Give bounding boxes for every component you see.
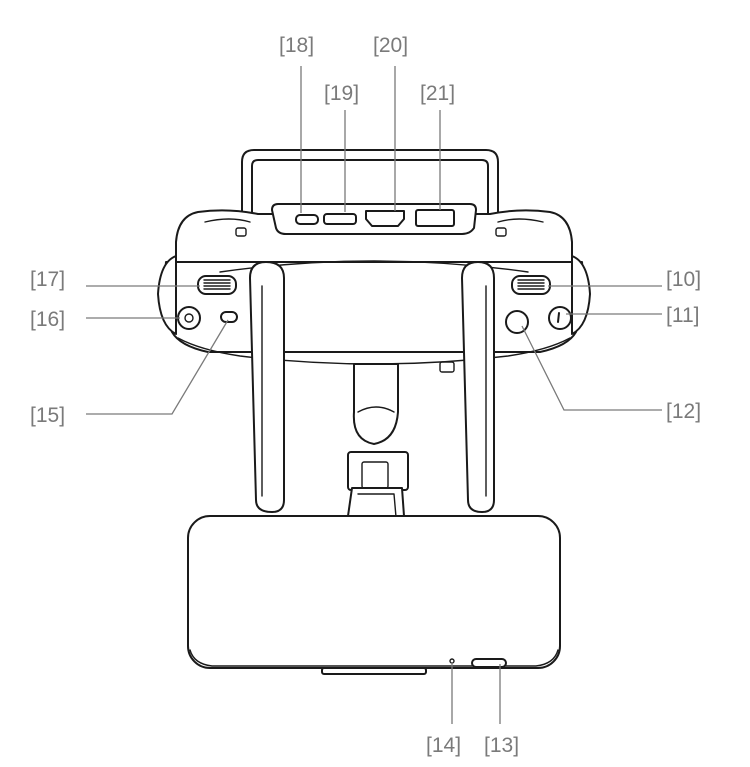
- callout-19: [19]: [324, 82, 359, 105]
- port-18-usb: [295, 214, 319, 225]
- carry-handle: [241, 149, 499, 233]
- leader-lines: [86, 66, 662, 724]
- callout-13: [13]: [484, 734, 519, 757]
- port-20-hdmi: [365, 210, 405, 227]
- left-round-button: [177, 306, 201, 330]
- right-antenna: [461, 261, 495, 513]
- left-controls: [177, 275, 238, 330]
- callout-labels: [18] [19] [20] [21] [17] [16] [15] [10] …: [30, 34, 701, 757]
- callout-16: [16]: [30, 308, 65, 331]
- right-controls: [505, 275, 572, 334]
- right-large-button: [505, 310, 529, 334]
- phone-holder: [187, 515, 561, 675]
- right-dial: [511, 275, 551, 295]
- callout-12: [12]: [666, 400, 701, 423]
- port-21-usb-a: [415, 209, 455, 227]
- callout-10: [10]: [666, 268, 701, 291]
- left-antenna: [249, 261, 285, 513]
- left-dial: [197, 275, 237, 295]
- port-19-slot: [323, 213, 357, 225]
- right-small-button: [548, 306, 572, 330]
- port-panel: [271, 203, 477, 235]
- slot-13: [471, 658, 507, 668]
- callout-11: [11]: [666, 304, 699, 327]
- callout-15: [15]: [30, 404, 65, 427]
- callout-18: [18]: [279, 34, 314, 57]
- callout-21: [21]: [420, 82, 455, 105]
- left-switch: [220, 311, 238, 323]
- callout-14: [14]: [426, 734, 461, 757]
- callout-20: [20]: [373, 34, 408, 57]
- callout-17: [17]: [30, 268, 65, 291]
